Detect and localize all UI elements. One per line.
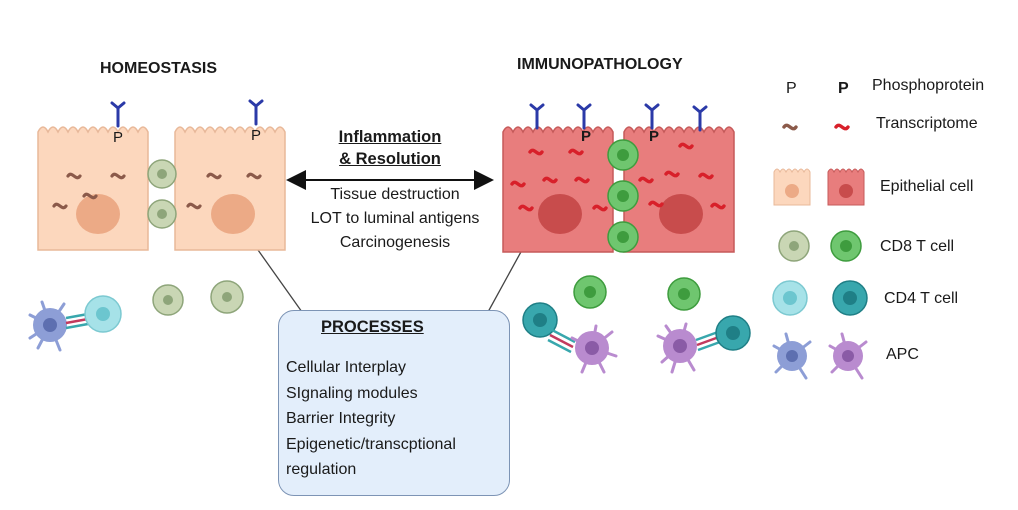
- immunopathology-heading: IMMUNOPATHOLOGY: [517, 56, 683, 73]
- legend-icons: [772, 123, 868, 380]
- processes-list: Cellular Interplay SIgnaling modules Bar…: [286, 355, 456, 483]
- legend-label: Phosphoprotein: [872, 77, 985, 94]
- process-item: regulation: [286, 461, 357, 478]
- phospho-mark: P: [649, 128, 660, 145]
- cd8-t-cell-icon: [778, 230, 862, 262]
- cd8-t-cell-active: [607, 139, 639, 171]
- legend-label: APC: [886, 346, 919, 363]
- epithelial-cell-healthy: [174, 126, 286, 251]
- cd8-t-cell-active: [573, 275, 607, 309]
- apc-active: [570, 324, 618, 374]
- outcome-item: Tissue destruction: [330, 186, 460, 203]
- immunopathology-immune-cells: [522, 275, 751, 374]
- cd8-t-cell-resting: [147, 159, 177, 189]
- apc-active: [656, 322, 697, 374]
- cd4-t-cell-active: [715, 315, 751, 351]
- outcome-item: LOT to luminal antigens: [310, 210, 480, 227]
- transition-title-line: & Resolution: [339, 150, 441, 168]
- process-item: SIgnaling modules: [286, 384, 418, 402]
- processes-title: PROCESSES: [321, 318, 424, 336]
- connector-right: [487, 249, 523, 313]
- phospho-mark: P: [113, 129, 124, 146]
- transcriptome-active-icon: [510, 142, 726, 212]
- homeostasis-immune-cells: [28, 280, 244, 352]
- epithelial-cell-inflamed: [502, 126, 614, 253]
- cd8-t-cell-resting: [210, 280, 244, 314]
- homeostasis-epithelium: [37, 99, 286, 251]
- phospho-mark: P: [251, 127, 262, 144]
- cd8-t-cell-active: [607, 180, 639, 212]
- legend-label: Transcriptome: [876, 115, 978, 132]
- legend-label: CD8 T cell: [880, 238, 955, 255]
- phosphoprotein-icon: [529, 103, 708, 132]
- epithelial-cell-healthy: [37, 126, 149, 251]
- connector-left: [257, 249, 303, 313]
- cd4-t-cell-icon: [772, 280, 868, 316]
- legend-label: Epithelial cell: [880, 178, 974, 195]
- cd4-t-cell-active: [522, 302, 558, 338]
- homeostasis-heading: HOMEOSTASIS: [100, 60, 218, 77]
- epithelial-cell-icon: [773, 168, 865, 206]
- outcome-item: Carcinogenesis: [339, 234, 451, 251]
- apc-resting: [28, 300, 67, 352]
- cd8-t-cell-active: [607, 221, 639, 253]
- immunopathology-epithelium: [502, 103, 735, 253]
- transcriptome-resting-icon: [52, 172, 262, 210]
- synapse-link: [547, 328, 576, 354]
- process-item: Barrier Integrity: [286, 410, 396, 427]
- transition-outcomes: Tissue destruction LOT to luminal antige…: [280, 183, 510, 255]
- cd4-t-cell-resting: [84, 295, 122, 333]
- synapse-link: [695, 330, 721, 352]
- transition-title: Inflammation & Resolution: [290, 126, 490, 170]
- phospho-mark: P: [581, 128, 592, 145]
- cd8-t-cell-active: [667, 277, 701, 311]
- legend-phospho-active: P: [838, 80, 849, 97]
- process-item: Cellular Interplay: [286, 359, 407, 376]
- processes-box: PROCESSES Cellular Interplay SIgnaling m…: [278, 310, 510, 496]
- epithelial-cell-inflamed: [623, 126, 735, 253]
- legend-label: CD4 T cell: [884, 290, 959, 307]
- transition-title-line: Inflammation: [338, 128, 442, 146]
- phosphoprotein-icon: [110, 99, 264, 128]
- transcriptome-icon: [782, 123, 850, 131]
- process-item: Epigenetic/transcptional: [286, 435, 456, 453]
- cd8-t-cell-resting: [152, 284, 184, 316]
- legend-phospho-resting: P: [786, 80, 797, 97]
- cd8-t-cell-resting: [147, 199, 177, 229]
- apc-icon: [772, 332, 868, 380]
